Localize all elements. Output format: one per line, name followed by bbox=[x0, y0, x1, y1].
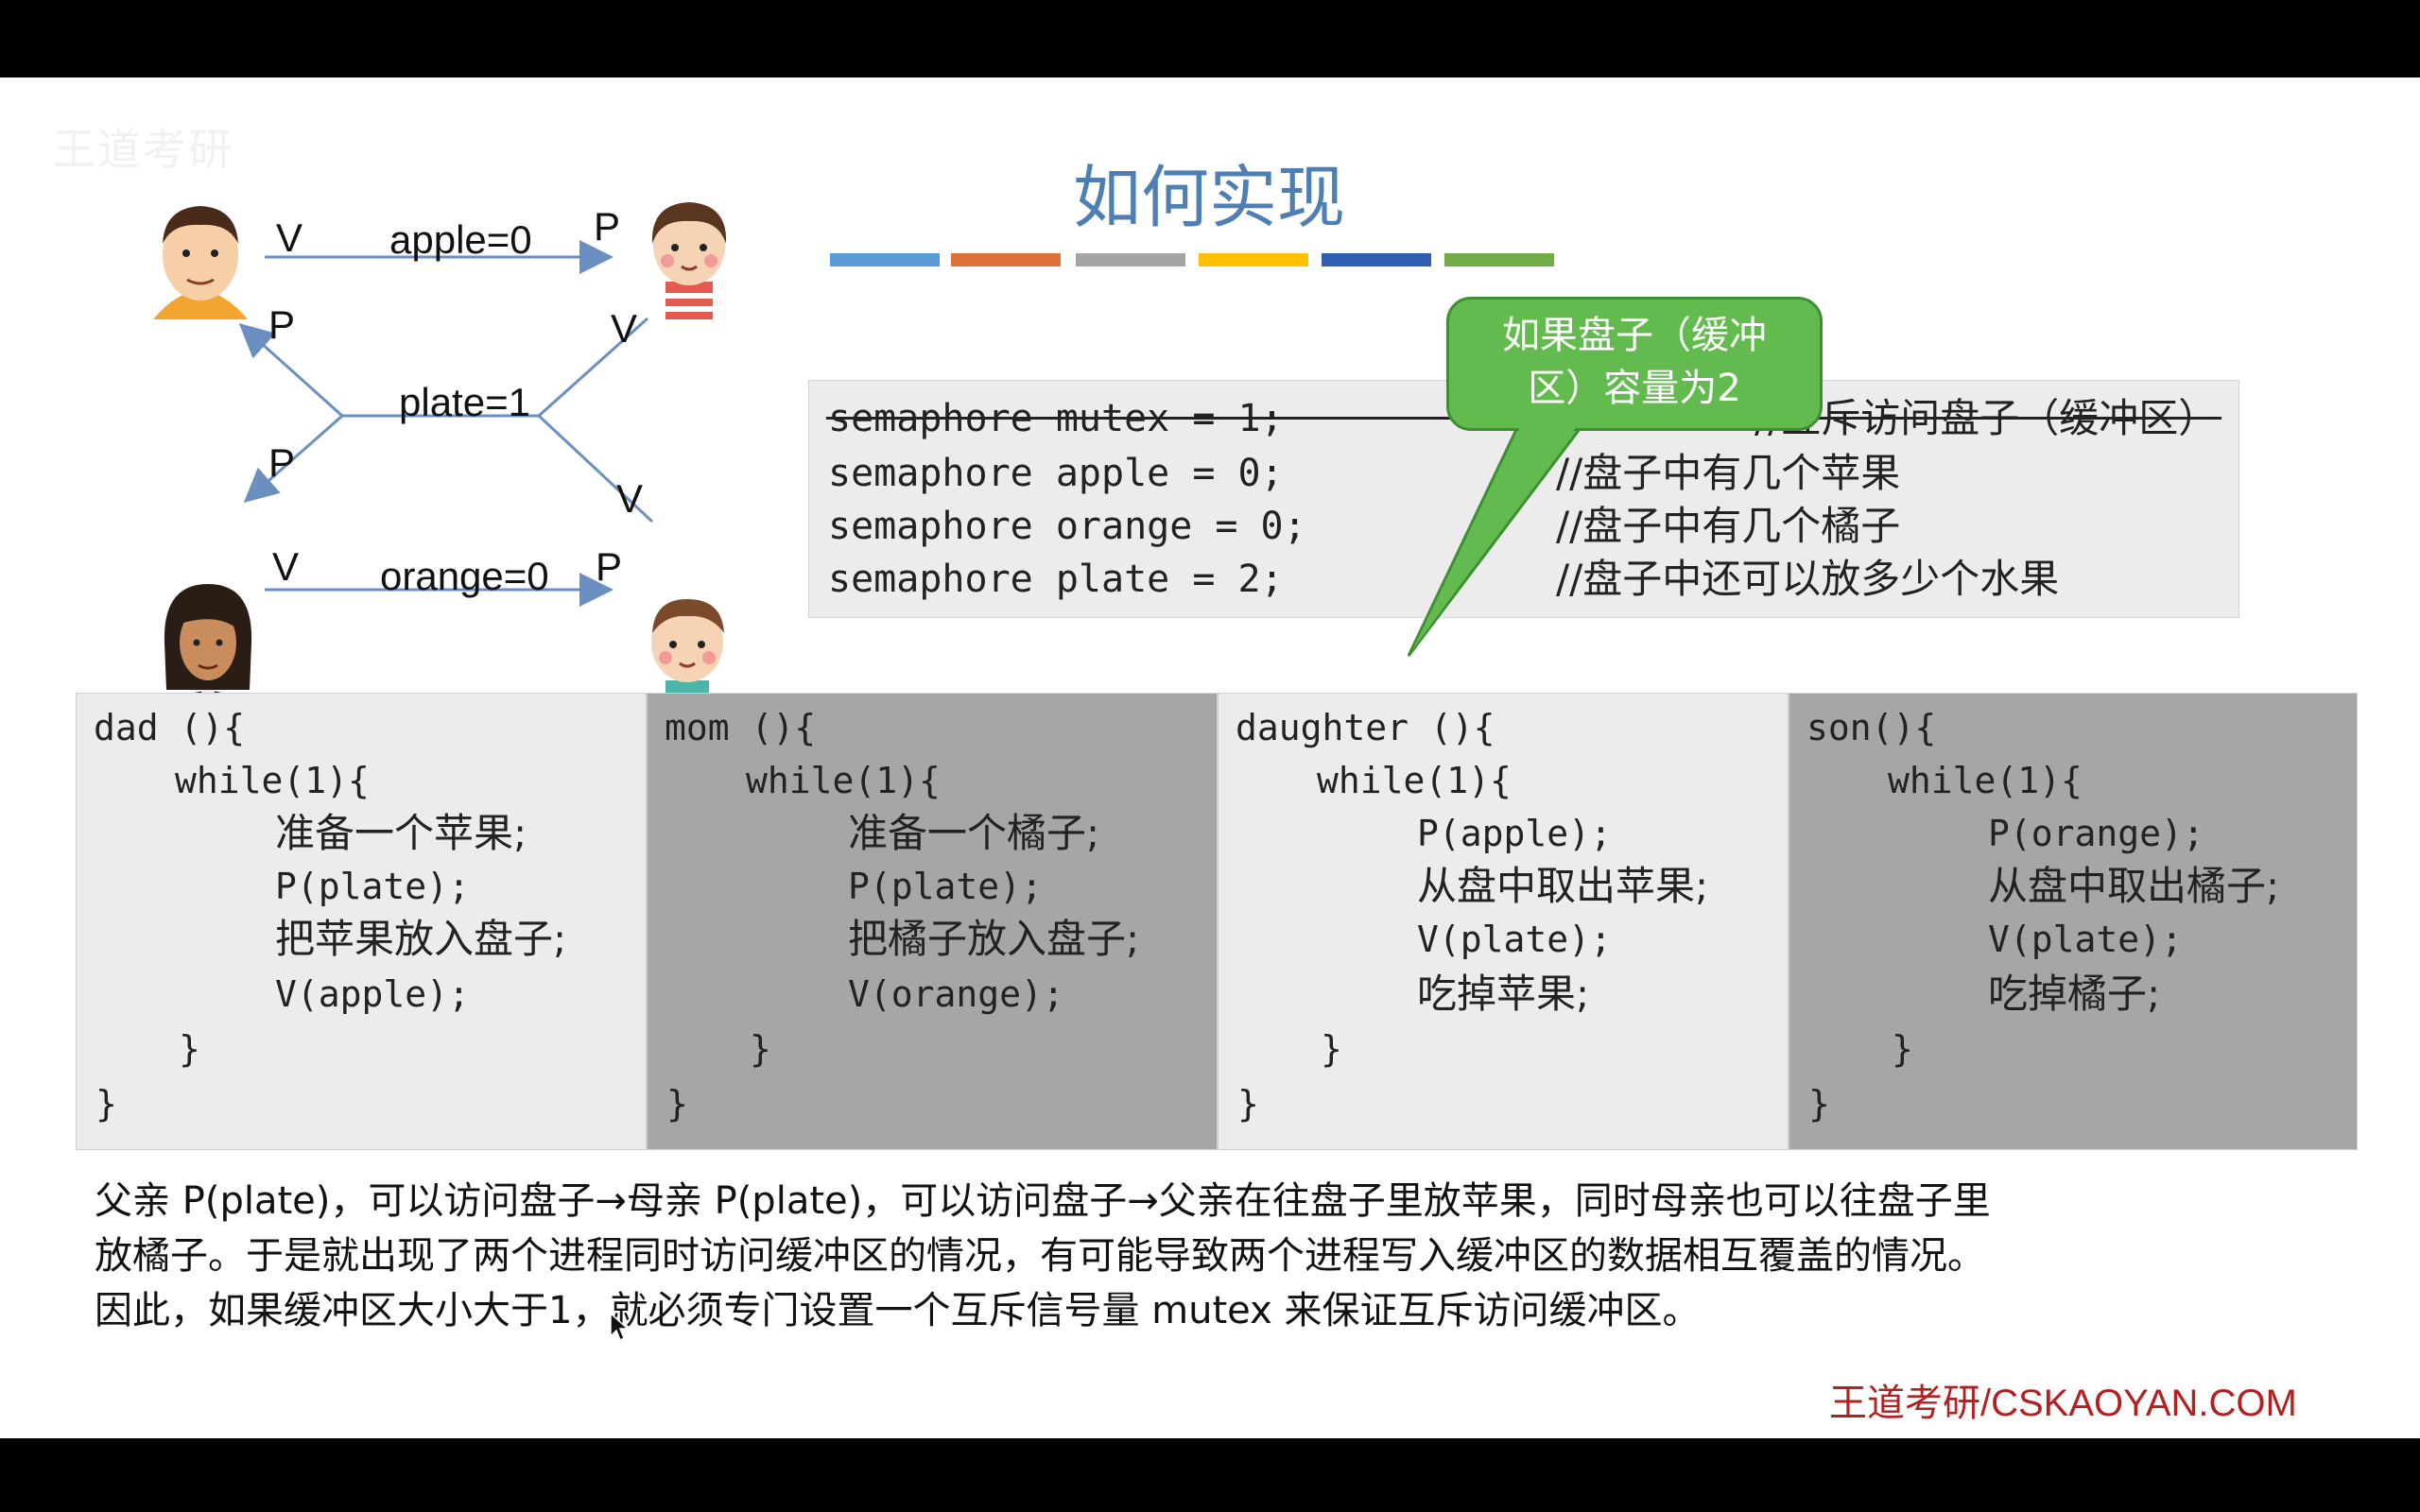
color-bar-segment bbox=[951, 253, 1061, 266]
code-header: dad (){ bbox=[94, 707, 246, 748]
code-close-inner: } bbox=[1892, 1028, 1913, 1070]
process-code-panels: dad (){ while(1){ 准备一个苹果; P(plate); 把苹果放… bbox=[76, 693, 2358, 1150]
code-statement: P(plate); bbox=[275, 866, 470, 907]
orange-semaphore-label: orange=0 bbox=[380, 554, 549, 598]
code-loop: while(1){ bbox=[1888, 760, 2083, 801]
plate-semaphore-label: plate=1 bbox=[399, 380, 530, 424]
p-label-left-upper: P bbox=[268, 302, 296, 347]
callout-line-1: 如果盘子（缓冲 bbox=[1502, 314, 1767, 357]
semaphore-plate-comment: //盘子中还可以放多少个水果 bbox=[1556, 556, 2060, 602]
daughter-avatar bbox=[651, 202, 727, 319]
v-label-bottom: V bbox=[272, 544, 300, 589]
v-label-top: V bbox=[276, 215, 303, 260]
code-statement: 把苹果放入盘子; bbox=[275, 916, 567, 962]
apple-semaphore-label: apple=0 bbox=[389, 217, 532, 262]
code-close-outer: } bbox=[1808, 1083, 1830, 1125]
code-close-outer: } bbox=[666, 1083, 688, 1125]
code-statement: V(apple); bbox=[275, 973, 470, 1015]
explanation-line-3: 因此，如果缓冲区大小大于1，就必须专门设置一个互斥信号量 mutex 来保证互斥… bbox=[95, 1289, 1701, 1332]
code-header: daughter (){ bbox=[1236, 707, 1495, 748]
slide-title: 如何实现 bbox=[1073, 158, 1346, 237]
code-statement: 从盘中取出橘子; bbox=[1988, 863, 2280, 909]
code-statement: P(plate); bbox=[848, 866, 1043, 907]
v-label-right-lower: V bbox=[616, 476, 644, 521]
p-label-top: P bbox=[594, 204, 621, 249]
code-close-inner: } bbox=[179, 1028, 200, 1070]
code-statement: V(plate); bbox=[1988, 919, 2183, 960]
code-loop: while(1){ bbox=[1317, 760, 1512, 801]
dad-avatar bbox=[153, 206, 248, 319]
code-statement: 从盘中取出苹果; bbox=[1417, 863, 1709, 909]
code-loop: while(1){ bbox=[746, 760, 941, 801]
code-loop: while(1){ bbox=[175, 760, 370, 801]
code-statement: 吃掉苹果; bbox=[1417, 971, 1590, 1017]
son-process-panel: son(){ while(1){ P(orange); 从盘中取出橘子; V(p… bbox=[1789, 693, 2358, 1150]
code-header: mom (){ bbox=[665, 707, 817, 748]
code-close-outer: } bbox=[1237, 1083, 1259, 1125]
mom-process-panel: mom (){ while(1){ 准备一个橘子; P(plate); 把橘子放… bbox=[647, 693, 1218, 1150]
p-label-bottom: P bbox=[596, 544, 623, 589]
color-bar-segment bbox=[830, 253, 940, 266]
code-statement: P(orange); bbox=[1988, 813, 2204, 854]
explanation-line-1: 父亲 P(plate)，可以访问盘子→母亲 P(plate)，可以访问盘子→父亲… bbox=[95, 1179, 1991, 1223]
semaphore-apple-code: semaphore apple = 0; bbox=[828, 452, 1284, 495]
mouse-cursor-icon bbox=[610, 1312, 630, 1342]
code-statement: V(orange); bbox=[848, 973, 1064, 1015]
code-statement: 吃掉橘子; bbox=[1988, 971, 2161, 1017]
code-statement: 把橘子放入盘子; bbox=[848, 916, 1140, 962]
p-label-left-lower: P bbox=[268, 440, 296, 485]
slide: 王道考研 如何实现 bbox=[0, 77, 2420, 1438]
semaphore-apple-comment: //盘子中有几个苹果 bbox=[1556, 450, 1901, 496]
explanation-text: 父亲 P(plate)，可以访问盘子→母亲 P(plate)，可以访问盘子→父亲… bbox=[95, 1174, 2382, 1338]
semaphore-orange-comment: //盘子中有几个橘子 bbox=[1556, 503, 1901, 549]
callout-tail bbox=[1407, 416, 1592, 657]
semaphore-orange-code: semaphore orange = 0; bbox=[828, 505, 1306, 548]
code-statement: 准备一个橘子; bbox=[848, 810, 1100, 856]
v-label-right-upper: V bbox=[611, 306, 638, 351]
callout-line-2: 区）容量为2 bbox=[1528, 367, 1741, 410]
color-bar-segment bbox=[1199, 253, 1308, 266]
color-bar-segment bbox=[1076, 253, 1185, 266]
explanation-line-2: 放橘子。于是就出现了两个进程同时访问缓冲区的情况，有可能导致两个进程写入缓冲区的… bbox=[95, 1234, 1985, 1278]
code-statement: 准备一个苹果; bbox=[275, 810, 527, 856]
daughter-process-panel: daughter (){ while(1){ P(apple); 从盘中取出苹果… bbox=[1218, 693, 1789, 1150]
capacity-callout: 如果盘子（缓冲 区）容量为2 bbox=[1446, 297, 1823, 431]
code-close-inner: } bbox=[750, 1028, 771, 1070]
watermark: 王道考研 bbox=[52, 124, 233, 175]
code-close-outer: } bbox=[95, 1083, 117, 1125]
dad-process-panel: dad (){ while(1){ 准备一个苹果; P(plate); 把苹果放… bbox=[76, 693, 647, 1150]
color-bar-segment bbox=[1444, 253, 1554, 266]
color-bar-segment bbox=[1322, 253, 1431, 266]
code-statement: V(plate); bbox=[1417, 919, 1612, 960]
code-close-inner: } bbox=[1321, 1028, 1342, 1070]
code-header: son(){ bbox=[1806, 707, 1937, 748]
code-statement: P(apple); bbox=[1417, 813, 1612, 854]
diagram-arrows bbox=[238, 240, 654, 607]
semaphore-plate-code: semaphore plate = 2; bbox=[828, 558, 1284, 601]
brand-footer: 王道考研/CSKAOYAN.COM bbox=[1829, 1383, 2297, 1424]
